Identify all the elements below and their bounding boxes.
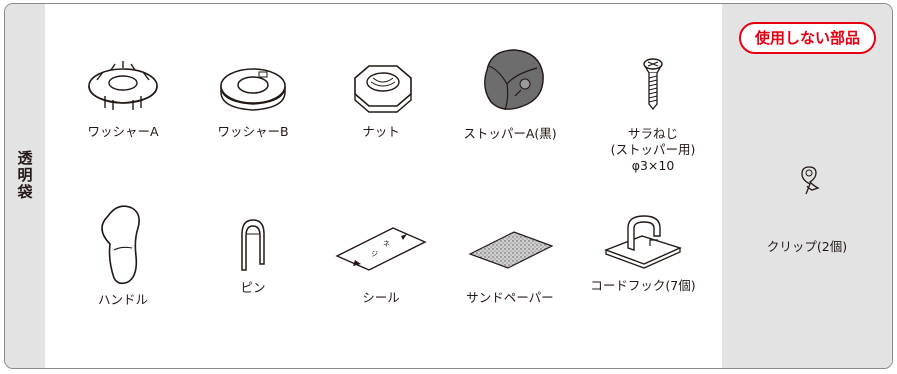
svg-text:ジ: ジ [371, 250, 378, 258]
washer-b-icon [220, 68, 286, 111]
pin-icon [241, 219, 265, 271]
svg-text:ネ: ネ [383, 240, 390, 248]
unused-parts-panel: 使用しない部品 クリップ(2個) [722, 4, 892, 368]
stopper-a-icon [484, 49, 544, 111]
part-handle: ハンドル [53, 200, 193, 308]
part-sandpaper: サンドペーパー [440, 224, 580, 306]
clip-icon [801, 166, 820, 195]
part-label: ハンドル [97, 292, 148, 307]
flat-screw-icon [643, 58, 663, 111]
seal-icon: ネ ジ [335, 227, 427, 271]
handle-icon [101, 205, 140, 285]
washer-a-icon [88, 61, 158, 110]
part-stopper-a: ストッパーA(黒) [440, 44, 580, 142]
cord-hook-icon [604, 215, 682, 269]
part-washer-a: ワッシャーA [53, 56, 193, 140]
part-label: ワッシャーB [217, 124, 289, 139]
parts-list-panel: 透 明 袋 ワッシャーA ワッシャーB ナット [4, 3, 893, 369]
part-seal: ネ ジ シール [311, 224, 451, 306]
part-pin: ピン [183, 214, 323, 296]
part-nut: ナット [311, 56, 451, 140]
part-cord-hook: コードフック(7個) [573, 210, 713, 294]
side-category-bar: 透 明 袋 [5, 4, 45, 368]
sandpaper-icon [468, 231, 554, 269]
part-flat-screw: サラねじ (ストッパー用) φ3×10 [583, 56, 723, 174]
nut-icon [354, 65, 412, 113]
part-label: ピン [240, 280, 266, 295]
unused-parts-badge: 使用しない部品 [739, 22, 876, 54]
side-category-label: 透 明 袋 [17, 149, 33, 201]
part-washer-b: ワッシャーB [183, 56, 323, 140]
part-label: ストッパーA(黒) [463, 126, 557, 141]
part-label: サラねじ (ストッパー用) φ3×10 [610, 126, 696, 173]
part-label: コードフック(7個) [590, 278, 696, 293]
part-label: ワッシャーA [87, 124, 159, 139]
part-label: ナット [362, 124, 400, 139]
part-label: シール [362, 290, 400, 305]
part-label: サンドペーパー [466, 290, 554, 305]
clip-label: クリップ(2個) [766, 239, 848, 254]
